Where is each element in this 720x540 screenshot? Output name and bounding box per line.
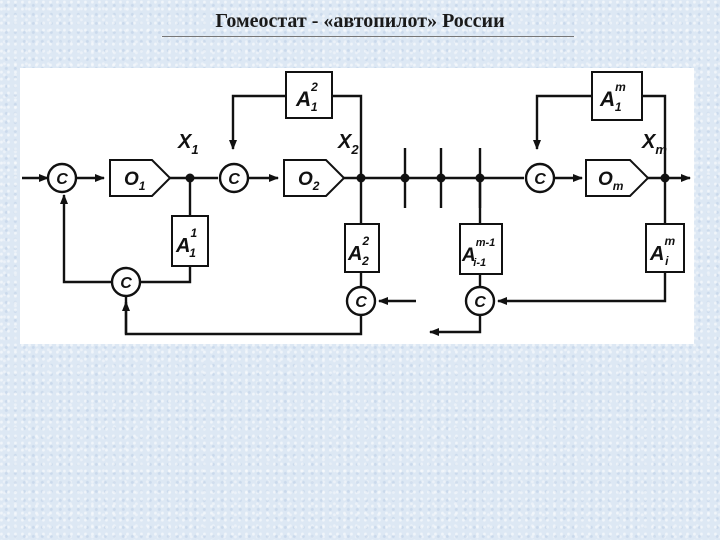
x1-label: X1 — [177, 131, 199, 157]
am1-feedback-arrow — [533, 94, 592, 150]
comparator-c-a22 — [345, 285, 377, 317]
block-a22 — [344, 223, 380, 273]
c-leftward-arrow — [429, 316, 482, 336]
object-om — [585, 159, 650, 197]
a21-input-line — [332, 94, 363, 178]
am1-input-line — [642, 94, 667, 178]
cm-label: C — [534, 171, 546, 188]
comparator-c-amm1 — [464, 285, 496, 317]
bottom-return-line — [124, 296, 363, 336]
om-label: Om — [598, 169, 624, 193]
slide-title: Гомеостат - «автопилот» России — [215, 10, 505, 32]
node-ellipsis-1 — [400, 173, 410, 183]
a21-feedback-arrow — [229, 94, 286, 150]
comparator-c1 — [46, 162, 78, 194]
node-xm — [660, 173, 670, 183]
c-to-c1-feedback — [60, 194, 112, 284]
c1-label: C — [56, 171, 68, 188]
object-o1 — [109, 159, 172, 197]
block-am1 — [591, 71, 643, 121]
comparator-c2 — [218, 162, 250, 194]
node-ellipsis-3 — [475, 173, 485, 183]
ami-to-c-arrow — [497, 272, 667, 305]
node-ellipsis-2 — [436, 173, 446, 183]
object-o2 — [283, 159, 346, 197]
block-ami — [645, 223, 685, 273]
x2-label: X2 — [337, 131, 359, 157]
c-a11-label: C — [120, 275, 132, 292]
block-a11 — [171, 215, 209, 267]
c2-label: C — [228, 171, 240, 188]
block-amm1 — [459, 223, 503, 275]
a11-to-c-line — [140, 266, 192, 284]
o2-label: O2 — [298, 169, 320, 193]
o1-label: O1 — [124, 169, 146, 193]
c-amm1-label: C — [474, 294, 486, 311]
node-x2 — [356, 173, 366, 183]
block-a21 — [285, 71, 333, 119]
comparator-cm — [524, 162, 556, 194]
comparator-c-a11 — [110, 266, 142, 298]
node-x1 — [185, 173, 195, 183]
c-a22-label: C — [355, 294, 367, 311]
xm-label: Xm — [641, 131, 667, 157]
title-underline — [162, 36, 574, 37]
